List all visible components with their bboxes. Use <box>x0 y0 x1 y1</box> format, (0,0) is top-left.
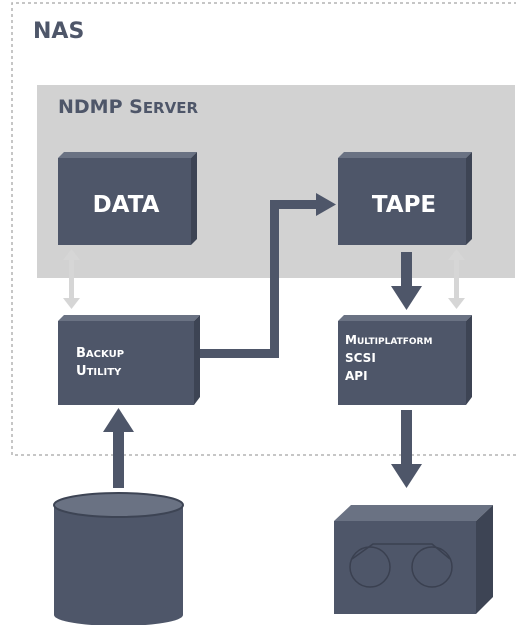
tape-drive-icon <box>334 505 493 614</box>
multiplatform-label-line2: SCSI <box>345 351 376 365</box>
data-backup-double-arrow <box>63 249 80 309</box>
data-block-top <box>58 152 197 158</box>
tape-drive-face <box>334 521 476 614</box>
nas-label: NAS <box>33 19 84 44</box>
tape-block-face <box>338 158 466 245</box>
data-block-face <box>58 158 191 245</box>
tape-drive-top <box>334 505 493 521</box>
backup-label-line2: UTILITY <box>76 364 122 379</box>
data-block: DATA <box>58 152 197 245</box>
backup-utility-block: BACKUP UTILITY <box>58 315 200 405</box>
tape-block-side <box>466 152 472 245</box>
tape-block-top <box>338 152 472 158</box>
tape-multiplatform-double-arrow <box>448 249 465 309</box>
tape-drive-side <box>476 505 493 614</box>
backup-block-top <box>58 315 200 321</box>
tape-to-multiplatform-arrow <box>391 252 422 310</box>
tape-block-label: TAPE <box>372 192 436 218</box>
multiplatform-label-line3: API <box>345 369 368 383</box>
nas-boundary <box>11 2 516 456</box>
tape-reels-icon <box>349 543 453 588</box>
backup-block-side <box>194 315 200 405</box>
multiplatform-label-line1: MULTIPLATFORM <box>345 333 432 347</box>
ndmp-server-label: NDMP SERVER <box>58 96 198 118</box>
disk-storage-icon <box>53 492 184 625</box>
multiplatform-block-side <box>466 315 472 405</box>
disk-to-backup-arrow <box>103 408 134 488</box>
data-block-side <box>191 152 197 245</box>
backup-label-line1: BACKUP <box>76 346 124 361</box>
multiplatform-scsi-api-block: MULTIPLATFORM SCSI API <box>338 315 472 405</box>
multiplatform-block-face <box>338 321 466 405</box>
multiplatform-block-top <box>338 315 472 321</box>
backup-to-tape-arrow <box>200 193 336 358</box>
multiplatform-to-tapedrive-arrow <box>391 410 422 488</box>
tape-block: TAPE <box>338 152 472 245</box>
backup-block-face <box>58 321 194 405</box>
data-block-label: DATA <box>93 192 160 218</box>
